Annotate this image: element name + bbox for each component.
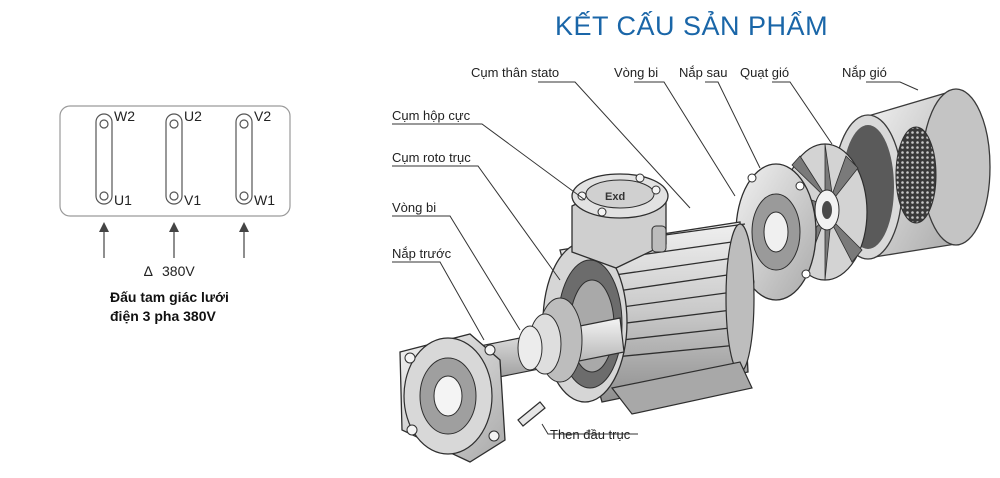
leader-lines bbox=[392, 81, 919, 435]
label-rear-cover: Nắp sau bbox=[679, 65, 727, 80]
terminal-w1: W1 bbox=[254, 192, 275, 208]
label-stator: Cụm thân stato bbox=[471, 65, 559, 80]
label-rear-bearing: Vòng bi bbox=[614, 65, 658, 80]
terminal-box: Exd bbox=[571, 173, 669, 269]
label-rotor-shaft: Cụm roto trục bbox=[392, 150, 471, 165]
stator-housing bbox=[542, 221, 755, 415]
leader-front-bearing bbox=[392, 215, 521, 331]
terminal-w2: W2 bbox=[114, 108, 135, 124]
label-terminal-box: Cụm hộp cực bbox=[392, 108, 471, 123]
leader-rear-cover bbox=[705, 81, 761, 169]
exploded-motor: Exd bbox=[399, 88, 991, 463]
terminal-v2: V2 bbox=[254, 108, 271, 124]
connection-caption-line2: điện 3 pha 380V bbox=[110, 308, 216, 324]
label-shaft-key: Then đầu trục bbox=[550, 427, 631, 442]
delta-symbol: ∆ bbox=[144, 263, 153, 279]
front-cover bbox=[399, 333, 506, 463]
leader-fan bbox=[772, 81, 833, 145]
connection-caption-line1: Đấu tam giác lưới bbox=[110, 289, 229, 305]
terminal-link-3 bbox=[235, 113, 253, 205]
supply-arrow-3 bbox=[239, 222, 249, 258]
terminal-u1: U1 bbox=[114, 192, 132, 208]
leader-fan-cover bbox=[866, 81, 919, 91]
leader-terminal-box bbox=[392, 123, 586, 201]
leader-rear-bearing bbox=[634, 81, 736, 197]
rear-cover bbox=[735, 163, 817, 301]
terminal-link-1 bbox=[95, 113, 113, 205]
label-front-bearing: Vòng bi bbox=[392, 200, 436, 215]
terminal-link-2 bbox=[165, 113, 183, 205]
voltage-label: 380V bbox=[162, 263, 195, 279]
label-front-cover: Nắp trước bbox=[392, 246, 452, 261]
shaft-key bbox=[517, 401, 546, 427]
label-fan: Quạt gió bbox=[740, 65, 789, 80]
terminal-v1: V1 bbox=[184, 192, 201, 208]
page-title: KẾT CẤU SẢN PHẨM bbox=[555, 9, 828, 41]
supply-arrow-1 bbox=[99, 222, 109, 258]
leader-shaft-key bbox=[541, 423, 638, 435]
terminal-u2: U2 bbox=[184, 108, 202, 124]
exd-mark: Exd bbox=[605, 191, 625, 203]
leader-rotor-shaft bbox=[392, 165, 561, 281]
terminal-board bbox=[59, 105, 291, 217]
wiring-diagram: W2 U2 V2 U1 V1 W1 ∆ 380V Đấu tam giác lư… bbox=[59, 105, 291, 324]
supply-arrow-2 bbox=[169, 222, 179, 258]
leader-front-cover bbox=[392, 261, 485, 341]
label-fan-cover: Nắp gió bbox=[842, 65, 887, 80]
leader-stator bbox=[538, 81, 691, 209]
